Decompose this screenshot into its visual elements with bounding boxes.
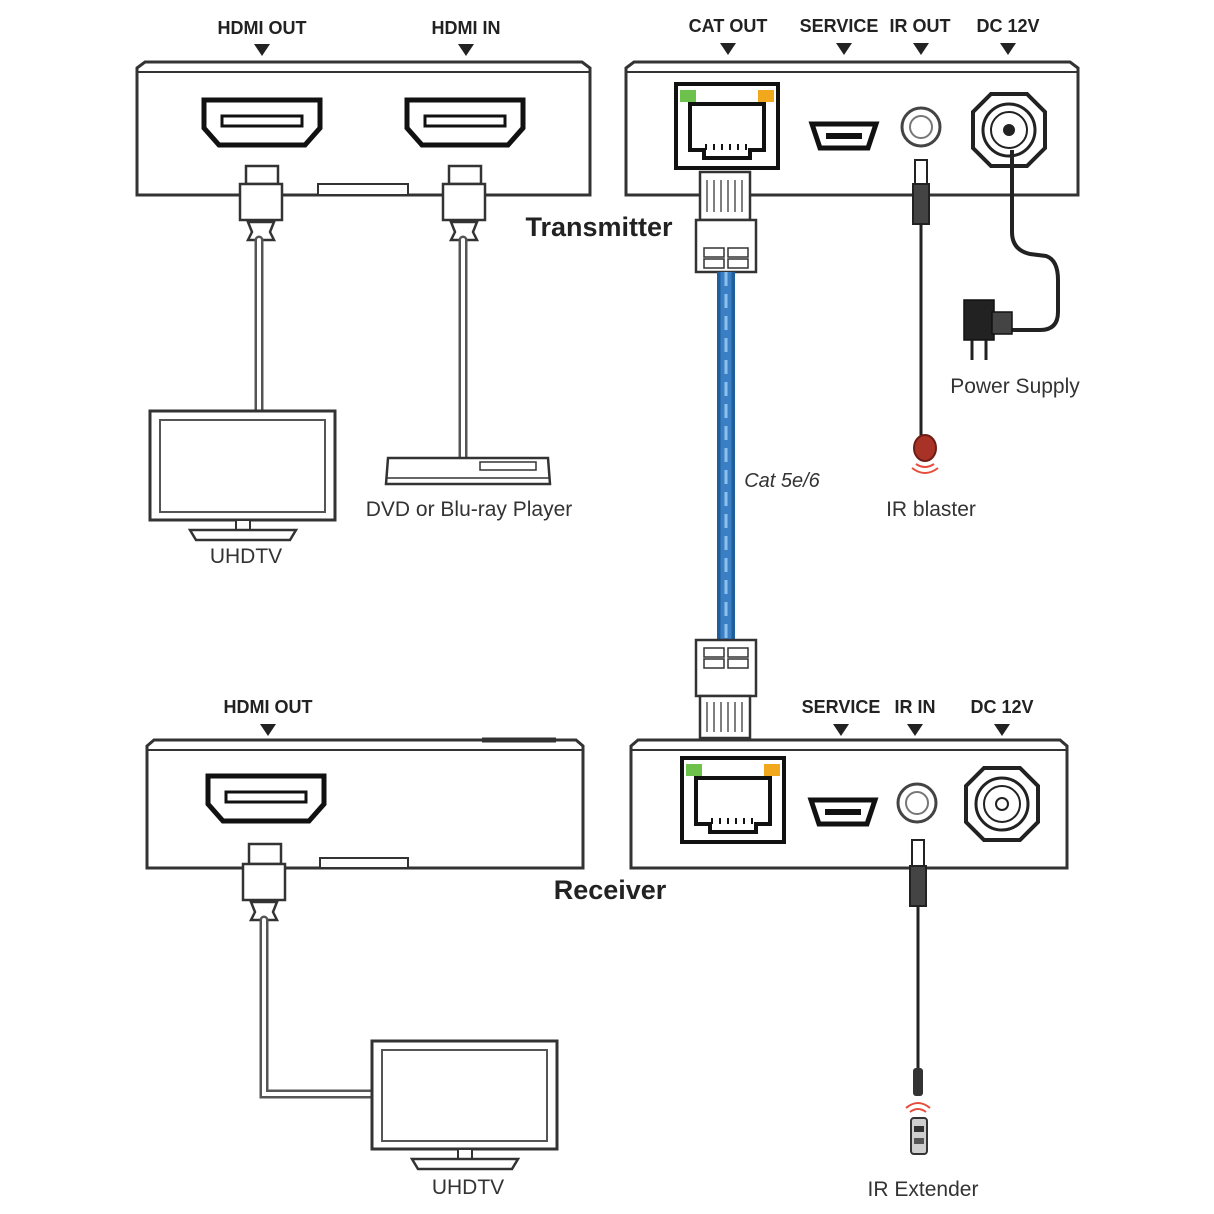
- transmitter-hdmi-panel: [135, 60, 592, 197]
- receiver-dc-12v-label: DC 12V: [970, 697, 1033, 717]
- arrow-down-icon: [907, 724, 923, 736]
- arrow-down-icon: [254, 44, 270, 56]
- uhdtv-top-icon: [148, 409, 337, 542]
- service-port-icon: [808, 121, 880, 151]
- hdmi-in-label: HDMI IN: [432, 18, 501, 38]
- arrow-down-icon: [836, 43, 852, 55]
- receiver-right-labels: SERVICE IR IN DC 12V: [802, 697, 1034, 736]
- hdmi-out-port-icon: [205, 773, 327, 824]
- receiver-hdmi-out-label: HDMI OUT: [224, 697, 313, 717]
- arrow-down-icon: [1000, 43, 1016, 55]
- ir-extender-cable: [909, 839, 927, 1096]
- rj45-port-icon: [680, 756, 786, 844]
- hdmi-in-port-icon: [404, 97, 526, 148]
- rj45-port-icon: [674, 82, 780, 170]
- ir-extender-icon: [905, 1102, 931, 1155]
- service-port-icon: [807, 797, 879, 827]
- power-supply-cable: [1010, 150, 1060, 332]
- transmitter-network-panel: [624, 60, 1080, 197]
- receiver-network-panel: [629, 738, 1069, 870]
- transmitter-right-labels: CAT OUT SERVICE IR OUT DC 12V: [689, 16, 1040, 55]
- ir-in-jack-icon: [896, 782, 938, 824]
- arrow-down-icon: [458, 44, 474, 56]
- ir-blaster-icon: [911, 434, 939, 474]
- power-adapter-icon: [963, 299, 1013, 360]
- dc-12v-label: DC 12V: [976, 16, 1039, 36]
- dc-jack-icon: [964, 766, 1040, 842]
- hdmi-out-port-icon: [201, 97, 323, 148]
- service-label: SERVICE: [800, 16, 879, 36]
- uhdtv-bottom-icon: [370, 1039, 559, 1171]
- receiver-title: Receiver: [554, 875, 667, 905]
- arrow-down-icon: [720, 43, 736, 55]
- arrow-down-icon: [833, 724, 849, 736]
- cable-type-label: Cat 5e/6: [744, 470, 820, 492]
- ir-out-label: IR OUT: [890, 16, 951, 36]
- ir-out-jack-icon: [900, 106, 942, 148]
- ir-extender-label: IR Extender: [868, 1178, 979, 1201]
- ir-blaster-label: IR blaster: [886, 498, 976, 521]
- receiver-hdmi-panel: [145, 737, 585, 870]
- ir-blaster-cable: [912, 159, 930, 436]
- player-icon: [384, 456, 552, 486]
- dc-jack-icon: [971, 92, 1047, 168]
- uhdtv-top-label: UHDTV: [210, 545, 282, 568]
- player-label: DVD or Blu-ray Player: [366, 498, 573, 521]
- hdmi-cable-to-uhdtv-bottom: [241, 842, 377, 1099]
- arrow-down-icon: [994, 724, 1010, 736]
- cat-cable: [694, 170, 758, 740]
- uhdtv-bottom-label: UHDTV: [432, 1176, 504, 1199]
- transmitter-port-labels: HDMI OUT HDMI IN: [218, 18, 501, 56]
- arrow-down-icon: [913, 43, 929, 55]
- hdmi-out-label: HDMI OUT: [218, 18, 307, 38]
- hdmi-cable-to-uhdtv: [238, 164, 284, 417]
- hdmi-cable-to-player: [441, 164, 487, 465]
- transmitter-title: Transmitter: [525, 212, 673, 242]
- cat-out-label: CAT OUT: [689, 16, 768, 36]
- ir-in-label: IR IN: [894, 697, 935, 717]
- power-supply-label: Power Supply: [950, 375, 1080, 398]
- receiver-service-label: SERVICE: [802, 697, 881, 717]
- arrow-down-icon: [260, 724, 276, 736]
